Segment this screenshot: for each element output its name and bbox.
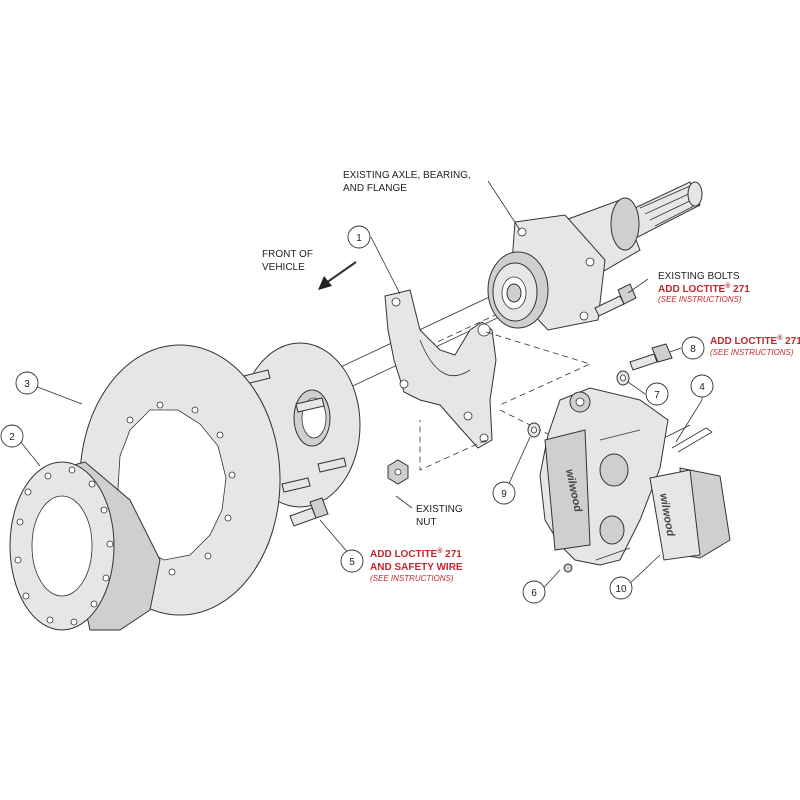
label-part-8-loctite: ADD LOCTITE® 271 (SEE INSTRUCTIONS) xyxy=(710,334,800,357)
existing-nut xyxy=(387,459,409,485)
callout-9: 9 xyxy=(492,481,516,505)
svg-text:EXISTING BOLTS: EXISTING BOLTS xyxy=(658,271,740,282)
label-front-of-vehicle: FRONT OF VEHICLE xyxy=(262,249,313,273)
label-existing-axle: EXISTING AXLE, BEARING, AND FLANGE xyxy=(343,170,471,194)
svg-text:ADD LOCTITE® 271: ADD LOCTITE® 271 xyxy=(658,282,750,295)
svg-text:6: 6 xyxy=(531,588,537,599)
svg-text:10: 10 xyxy=(615,584,627,595)
svg-text:8: 8 xyxy=(690,344,696,355)
svg-text:7: 7 xyxy=(654,390,660,401)
part-2-adapter-ring xyxy=(9,461,161,631)
callout-8: 8 xyxy=(681,336,705,360)
svg-text:AND SAFETY WIRE: AND SAFETY WIRE xyxy=(370,562,463,573)
svg-text:(SEE INSTRUCTIONS): (SEE INSTRUCTIONS) xyxy=(658,295,742,304)
part-9-washer xyxy=(527,422,541,438)
label-part-5-loctite: ADD LOCTITE® 271 AND SAFETY WIRE (SEE IN… xyxy=(370,547,463,583)
svg-text:FRONT OF: FRONT OF xyxy=(262,249,313,260)
svg-text:VEHICLE: VEHICLE xyxy=(262,262,305,273)
label-existing-nut: EXISTING NUT xyxy=(416,504,463,528)
front-direction-arrow xyxy=(318,261,357,290)
callout-5: 5 xyxy=(340,549,364,573)
part-4-pin xyxy=(659,424,713,453)
label-existing-bolts: EXISTING BOLTS ADD LOCTITE® 271 (SEE INS… xyxy=(658,271,750,304)
svg-text:5: 5 xyxy=(349,557,355,568)
svg-text:ADD LOCTITE® 271: ADD LOCTITE® 271 xyxy=(370,547,462,560)
svg-text:EXISTING AXLE, BEARING,: EXISTING AXLE, BEARING, xyxy=(343,170,471,181)
svg-text:(SEE INSTRUCTIONS): (SEE INSTRUCTIONS) xyxy=(710,348,794,357)
svg-text:2: 2 xyxy=(9,432,15,443)
callout-6: 6 xyxy=(522,580,546,604)
svg-text:(SEE INSTRUCTIONS): (SEE INSTRUCTIONS) xyxy=(370,574,454,583)
existing-bolt xyxy=(594,283,637,317)
callout-4: 4 xyxy=(690,374,714,398)
part-8-bolt xyxy=(629,343,673,371)
svg-text:NUT: NUT xyxy=(416,517,437,528)
callout-2: 2 xyxy=(0,424,24,448)
svg-text:4: 4 xyxy=(699,382,705,393)
svg-text:3: 3 xyxy=(24,379,30,390)
svg-text:9: 9 xyxy=(501,489,507,500)
callout-10: 10 xyxy=(609,576,633,600)
part-1-bracket xyxy=(384,289,497,449)
callout-7: 7 xyxy=(645,382,669,406)
callout-1: 1 xyxy=(347,225,371,249)
part-6-caliper: wilwood xyxy=(539,387,669,573)
part-10-pad: wilwood xyxy=(649,467,731,561)
callout-3: 3 xyxy=(15,371,39,395)
existing-axle-assembly xyxy=(487,181,703,331)
svg-text:EXISTING: EXISTING xyxy=(416,504,463,515)
svg-text:ADD LOCTITE® 271: ADD LOCTITE® 271 xyxy=(710,334,800,347)
part-5-bolt xyxy=(289,497,329,527)
part-7-washer xyxy=(616,370,630,386)
svg-text:AND FLANGE: AND FLANGE xyxy=(343,183,407,194)
svg-text:1: 1 xyxy=(356,233,362,244)
